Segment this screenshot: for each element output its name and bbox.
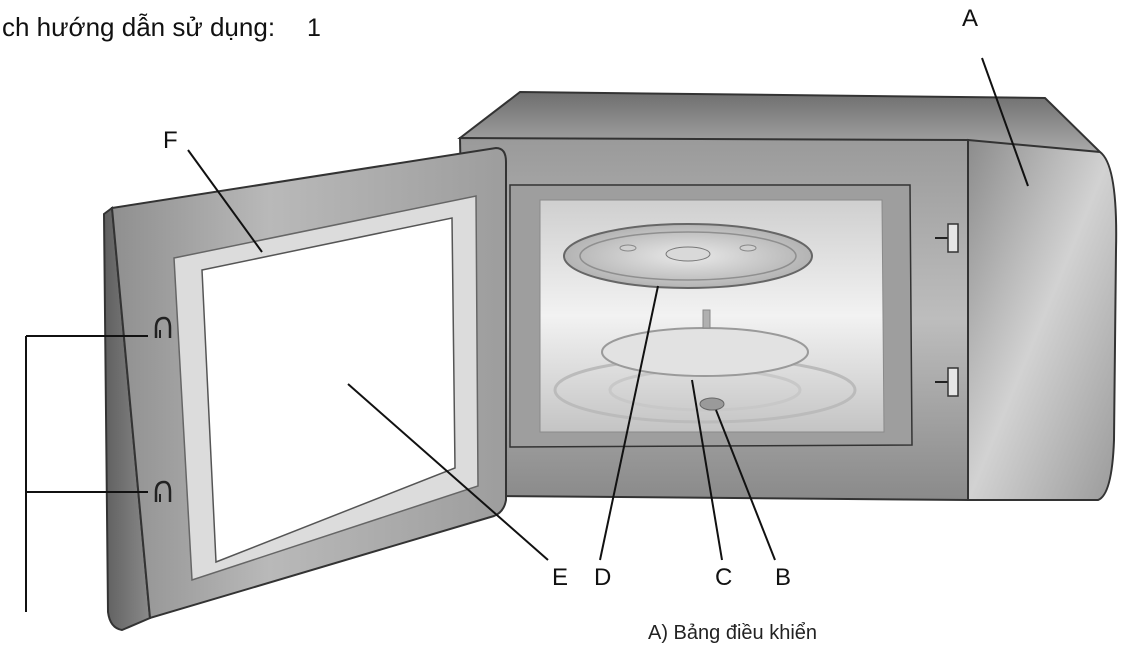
label-d: D	[594, 564, 611, 591]
leader-line-a	[981, 57, 1029, 187]
instruction-heading: ch hướng dẫn sử dụng: 1	[2, 12, 321, 43]
roller-ring-axle	[702, 309, 711, 329]
leader-line-f	[187, 149, 263, 253]
roller-ring	[601, 327, 809, 377]
microwave-door	[102, 146, 507, 632]
page-number: 1	[307, 14, 321, 42]
footer-caption: A) Bảng điều khiển	[648, 622, 818, 644]
label-f: F	[163, 127, 178, 154]
leader-line-b	[715, 409, 776, 561]
door-window	[201, 217, 456, 564]
latch-slot-top	[935, 223, 959, 253]
latch-slot-bottom	[935, 367, 959, 397]
label-b: B	[775, 564, 791, 591]
door-latch-bottom	[154, 480, 172, 502]
glass-turntable	[563, 223, 813, 289]
label-a: A	[962, 5, 978, 32]
heading-text: ch hướng dẫn sử dụng:	[2, 12, 276, 42]
door-latch-top	[154, 316, 172, 338]
leader-line-c	[691, 379, 723, 561]
leader-line-d	[599, 285, 659, 561]
coupler	[699, 397, 725, 411]
leader-lines	[25, 57, 1029, 612]
leader-line-e	[347, 383, 549, 561]
label-c: C	[715, 564, 732, 591]
control-panel	[967, 138, 1118, 501]
label-e: E	[552, 564, 568, 591]
